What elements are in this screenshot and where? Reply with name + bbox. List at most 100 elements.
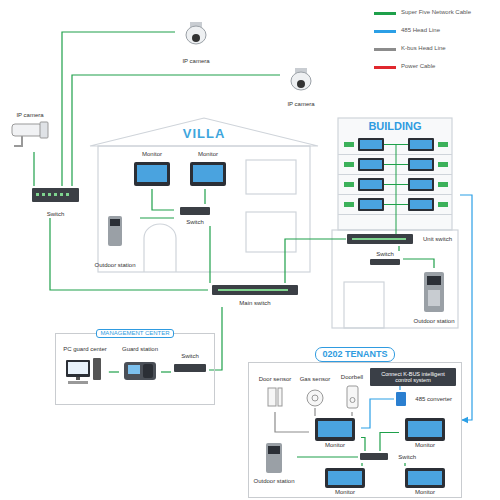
- device-node: IP camera: [175, 20, 217, 65]
- system-label: Connect K-BUS intelligent control system: [373, 371, 453, 384]
- icon-part: [66, 193, 69, 196]
- device-node: IP camera: [8, 112, 52, 152]
- device-label: Monitor: [415, 442, 435, 449]
- icon-part: [90, 118, 318, 146]
- icon-part: [347, 234, 413, 244]
- apartment-monitors: [344, 138, 448, 234]
- icon-part: [408, 421, 442, 437]
- cable-connector: [314, 408, 315, 416]
- icon-part: [424, 272, 444, 312]
- icon-part: [344, 202, 354, 207]
- icon-part: [76, 377, 80, 380]
- icon-part: [60, 193, 63, 196]
- legend-box: Super Five Network Cable485 Head LineK-b…: [374, 4, 494, 76]
- icon-part: [438, 182, 448, 187]
- device-node: 485 converter: [394, 390, 454, 408]
- indoor-monitor: [134, 162, 445, 488]
- icon-part: [268, 446, 280, 454]
- device-label: Gas sensor: [300, 376, 331, 383]
- icon-part: [36, 193, 39, 196]
- icon-part: [405, 418, 445, 441]
- icon-part: [180, 207, 210, 215]
- region-heading: MANAGEMENT CENTER: [96, 329, 173, 338]
- icon-part: [40, 122, 48, 138]
- icon-part: [410, 160, 432, 169]
- legend-text: Super Five Network Cable: [401, 9, 471, 16]
- icon-part: [212, 285, 298, 295]
- icon-part: [332, 230, 458, 328]
- device-label: PC guard center: [63, 346, 107, 353]
- device-label: IP camera: [182, 58, 209, 65]
- device-label: Switch: [181, 353, 199, 360]
- icon-part: [144, 224, 176, 272]
- icon-part: [438, 162, 448, 167]
- icon-part: [408, 178, 434, 191]
- device-node: Switch: [367, 251, 403, 267]
- icon-part: [408, 471, 442, 485]
- icon-part: [110, 219, 120, 226]
- bullet-camera: [12, 122, 48, 146]
- cable-connector: [72, 75, 280, 186]
- icon-part: [428, 290, 440, 306]
- cable-connector: [109, 371, 119, 372]
- icon-part: [396, 392, 406, 406]
- icon-part: [360, 160, 382, 169]
- icon-part: [344, 162, 354, 167]
- region-heading: 0202 TENANTS: [315, 347, 394, 362]
- icon-part: [193, 165, 223, 182]
- icon-part: [358, 138, 384, 151]
- icon-part: [268, 388, 276, 406]
- device-label: Switch: [186, 219, 204, 226]
- icon-part: [68, 381, 88, 384]
- cable-connector: [62, 32, 175, 186]
- device-node: Outdoor station: [251, 440, 297, 485]
- icon-part: [410, 180, 432, 189]
- outdoor-station: [108, 216, 444, 473]
- icon-part: [68, 362, 88, 374]
- device-node: Monitor: [128, 151, 176, 189]
- icon-part: [438, 202, 448, 207]
- cable-connector: [50, 218, 208, 290]
- region-heading: BUILDING: [368, 120, 421, 132]
- icon-part: [266, 443, 282, 473]
- icon-part: [192, 34, 200, 42]
- device-label: Outdoor station: [94, 262, 135, 269]
- icon-part: [360, 140, 382, 149]
- icon-part: [93, 358, 101, 380]
- icon-part: [358, 198, 384, 211]
- network-switch: [32, 188, 413, 460]
- icon-part: [278, 388, 282, 406]
- device-label: Monitor: [142, 151, 162, 158]
- pc-guard-center: [66, 358, 101, 384]
- icon-part: [124, 362, 156, 380]
- icon-part: [410, 200, 432, 209]
- icon-part: [137, 165, 167, 182]
- device-label: Outdoor station: [253, 478, 294, 485]
- cable-connector: [285, 239, 346, 283]
- icon-part: [352, 238, 406, 240]
- region-box: MANAGEMENT CENTERPC guard centerGuard st…: [55, 333, 215, 405]
- legend-swatch: [374, 48, 396, 51]
- device-label: Outdoor station: [413, 318, 454, 325]
- cable-connector: [209, 226, 210, 283]
- device-node: PC guard center: [61, 346, 109, 388]
- device-node: Monitor: [399, 416, 451, 449]
- device-node: Switch: [358, 451, 418, 463]
- cable-connector: [297, 456, 358, 457]
- device-node: Gas sensor: [297, 376, 333, 408]
- device-label: Main switch: [239, 300, 270, 307]
- icon-part: [408, 198, 434, 211]
- legend-swatch: [374, 66, 396, 69]
- legend-row: Super Five Network Cable: [374, 4, 494, 22]
- icon-part: [427, 276, 441, 285]
- device-node: Outdoor station: [410, 268, 458, 325]
- cable-connector: [351, 412, 352, 416]
- icon-part: [12, 124, 42, 136]
- icon-part: [360, 453, 388, 460]
- icon-part: [186, 26, 206, 44]
- device-node: Unit switch: [346, 232, 454, 246]
- legend-swatch: [374, 30, 396, 33]
- icon-part: [325, 468, 365, 488]
- dome-camera: [291, 68, 311, 90]
- device-label: Unit switch: [423, 236, 452, 243]
